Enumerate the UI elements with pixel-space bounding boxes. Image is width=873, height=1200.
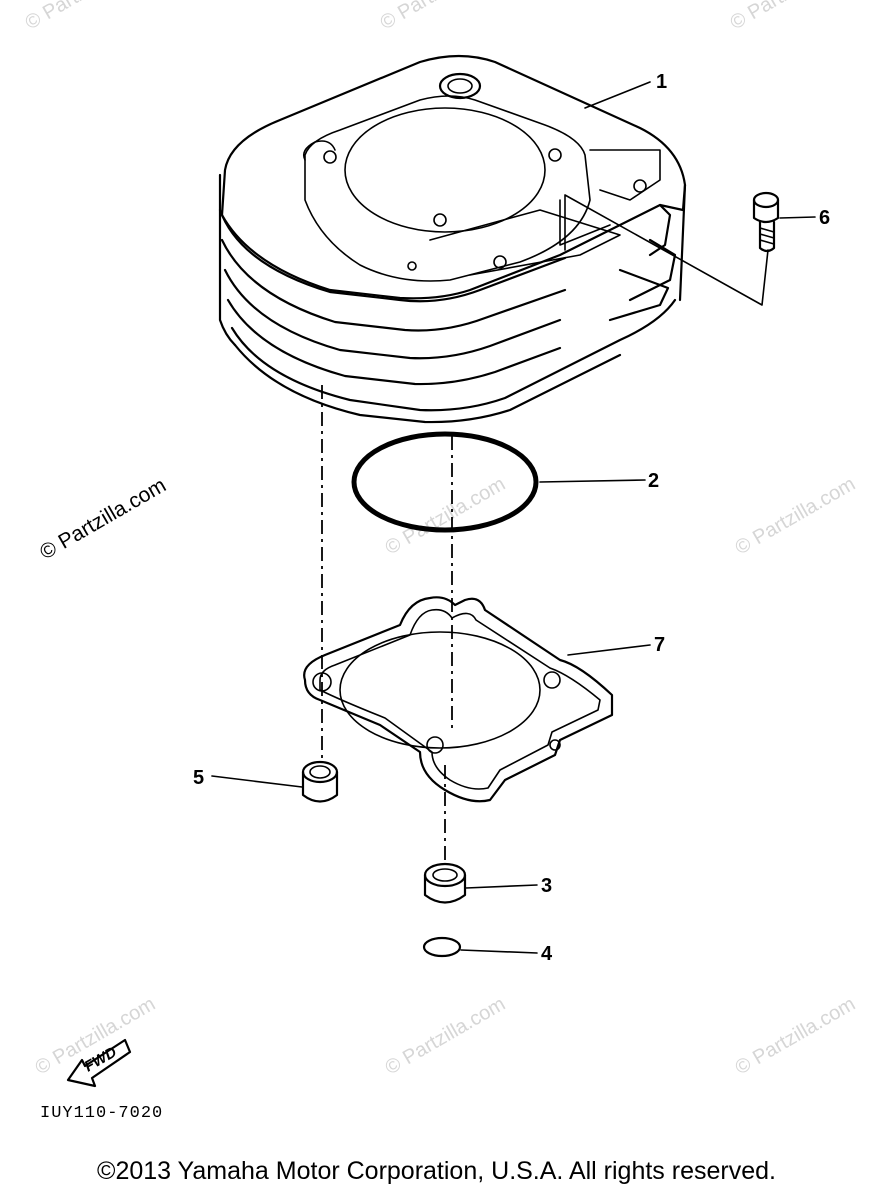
watermark: © Partzilla.com [732, 473, 860, 559]
watermark: © Partzilla.com [727, 0, 855, 34]
watermarks: © Partzilla.com © Partzilla.com © Partzi… [22, 0, 860, 1079]
callout-7: 7 [654, 634, 665, 656]
watermark: © Partzilla.com [377, 0, 505, 34]
callout-4: 4 [541, 943, 553, 965]
gasket-part [303, 596, 614, 803]
callout-numbers: 1 2 3 4 5 6 7 [193, 71, 830, 965]
watermark: © Partzilla.com [382, 993, 510, 1079]
diagram-code: IUY110-7020 [40, 1104, 163, 1123]
callout-3: 3 [541, 875, 552, 897]
callout-2: 2 [648, 470, 659, 492]
small-o-ring-part [422, 936, 462, 958]
callout-leaders [211, 81, 816, 954]
watermark: © Partzilla.com [732, 993, 860, 1079]
callout-6: 6 [819, 207, 830, 229]
copyright-notice: ©2013 Yamaha Motor Corporation, U.S.A. A… [97, 1157, 776, 1185]
callout-1: 1 [656, 71, 667, 93]
dowel-pin-part-5 [301, 760, 339, 803]
watermark: © Partzilla.com [382, 473, 510, 559]
o-ring-part [351, 431, 539, 533]
callout-5: 5 [193, 767, 204, 789]
alignment-lines [321, 385, 453, 865]
bolt-part [752, 191, 780, 253]
cylinder-part [218, 54, 687, 424]
bolt-leader-lines [564, 194, 769, 306]
watermark: © Partzilla.com [36, 474, 170, 565]
watermark: © Partzilla.com [22, 0, 150, 34]
dowel-pin-part-3 [423, 862, 467, 904]
